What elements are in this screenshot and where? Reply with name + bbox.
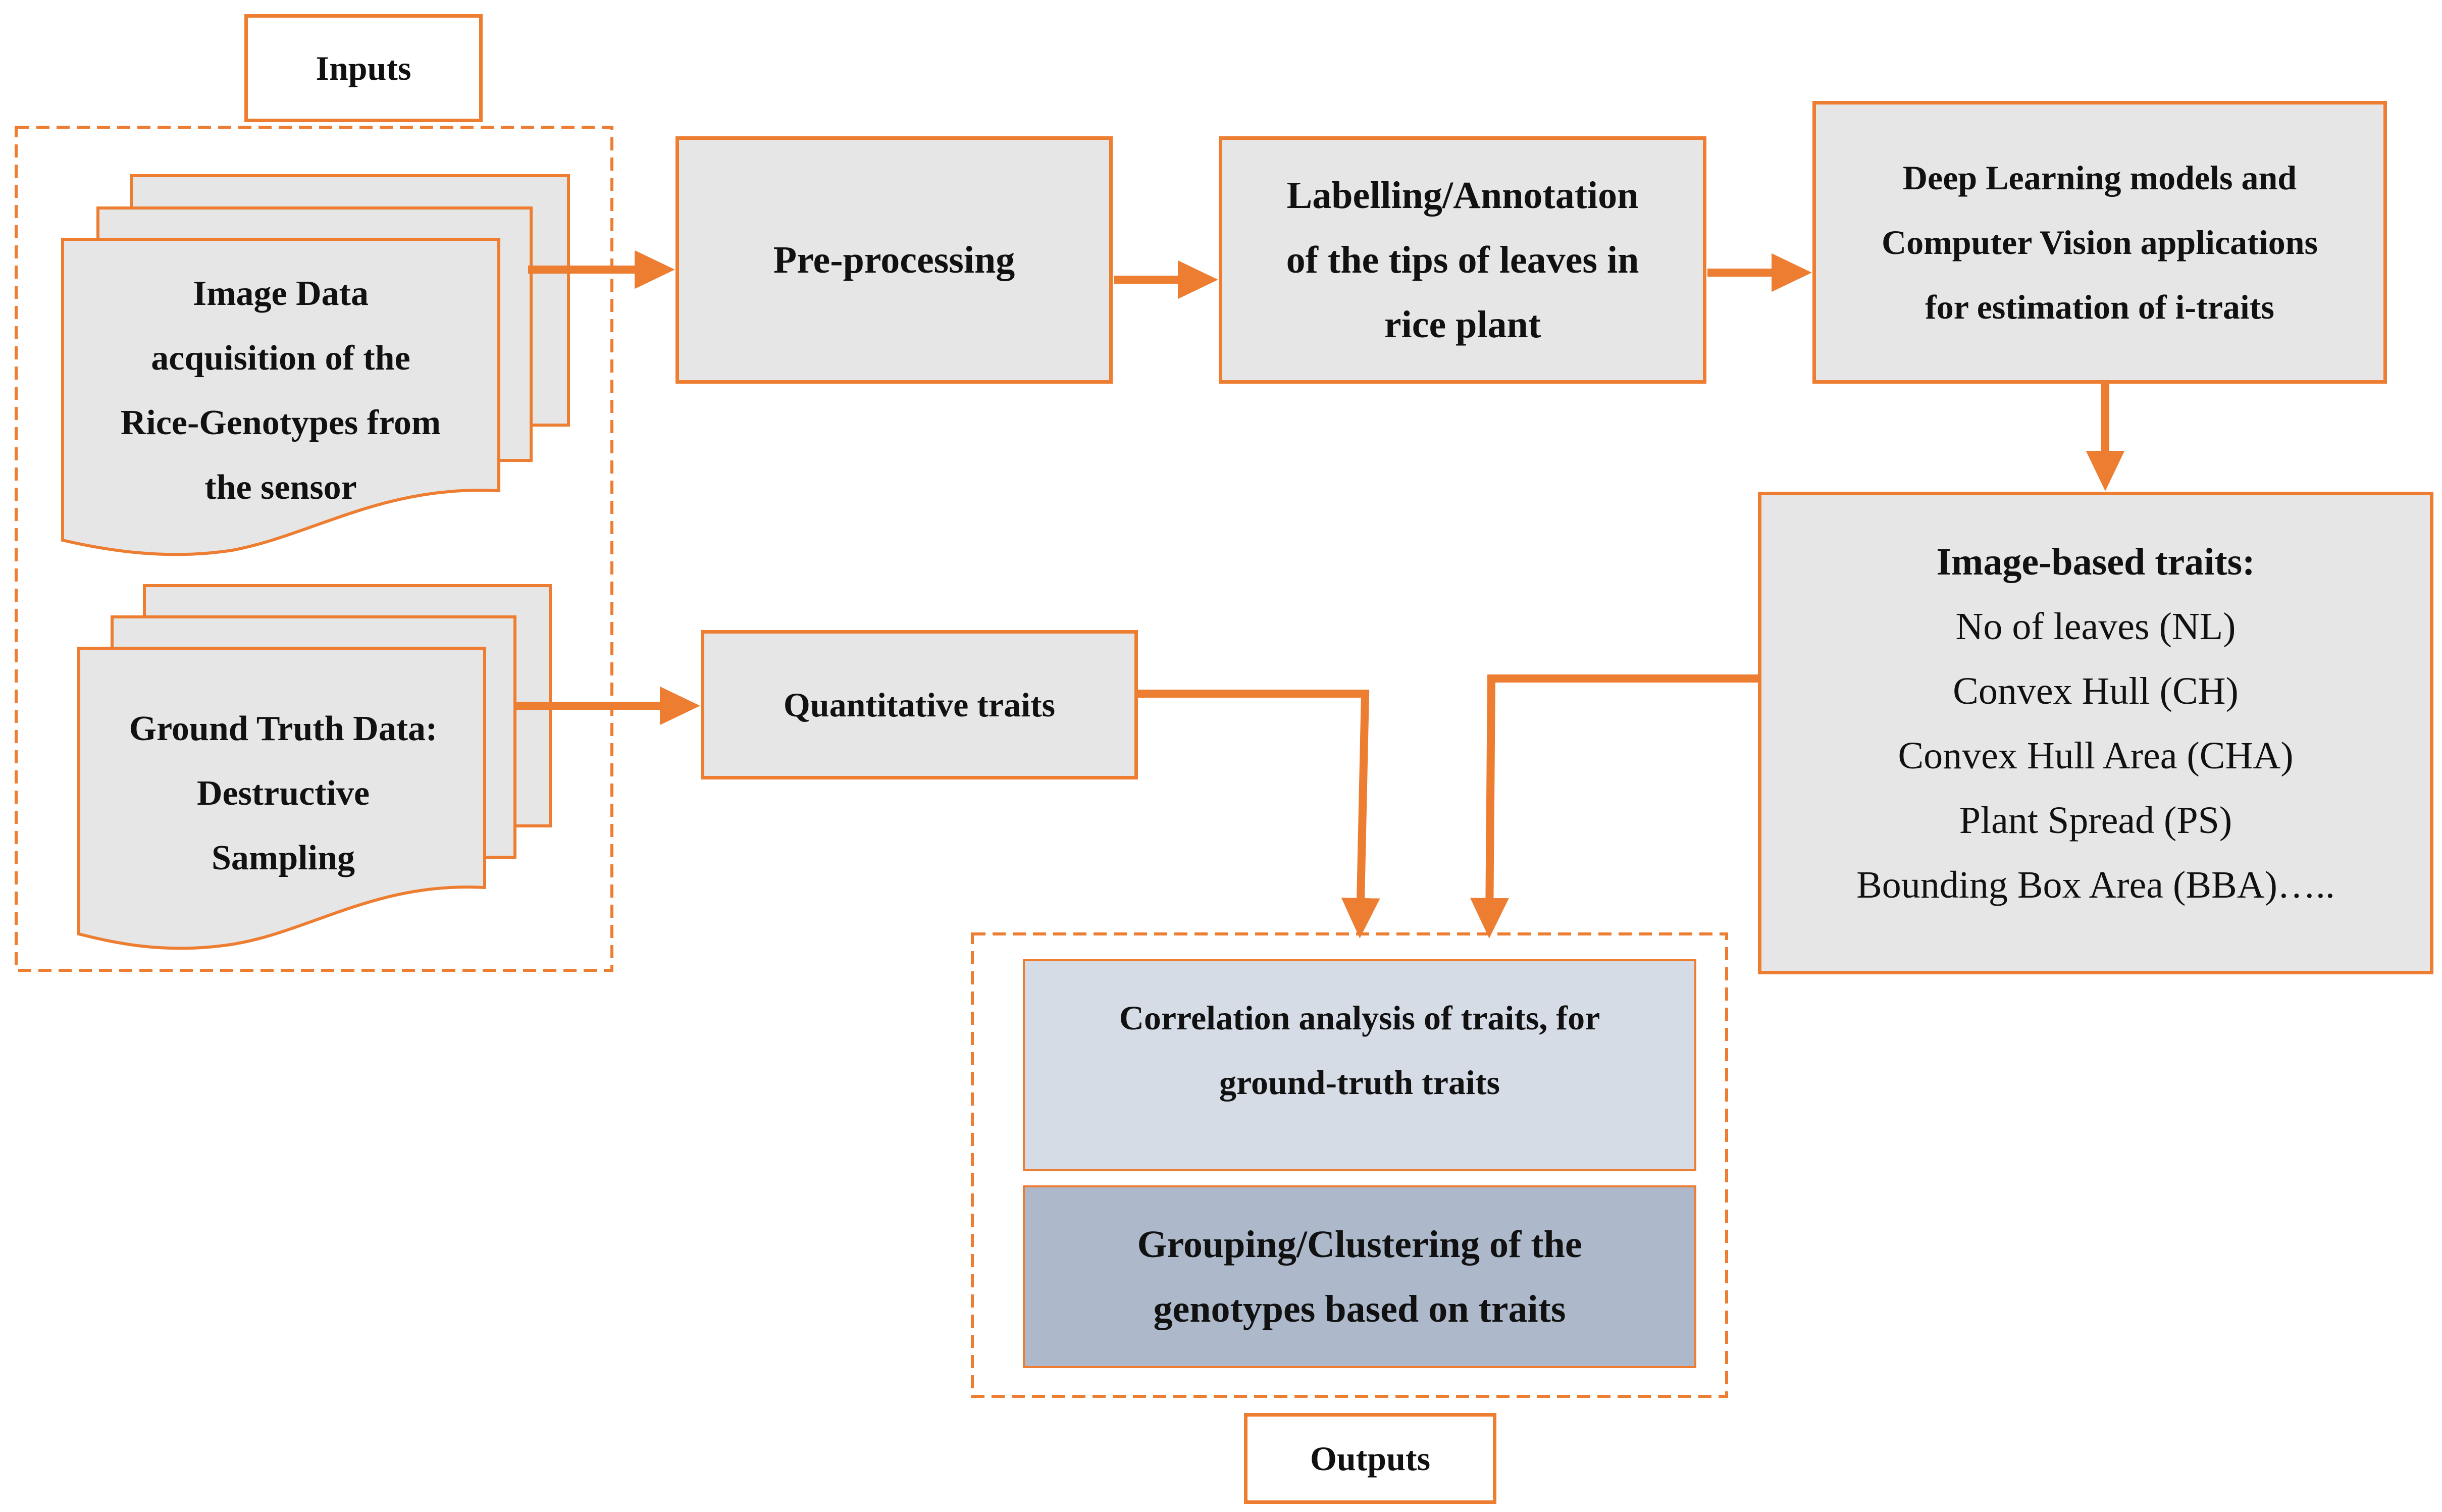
ground-doc-line: Destructive <box>196 774 370 813</box>
image-data-document-text: Image Data acquisition of the Rice-Genot… <box>64 262 498 520</box>
inputs-label: Inputs <box>244 14 483 122</box>
labelling-annotation-box: Labelling/Annotation of the tips of leav… <box>1219 136 1706 384</box>
quantitative-traits-text: Quantitative traits <box>783 686 1056 724</box>
image-trait-item: Convex Hull (CH) <box>1953 670 2239 712</box>
ground-doc-front-sheet <box>77 647 486 950</box>
arrow-image-traits-to-outputs <box>1470 674 1764 939</box>
inputs-group-border <box>15 126 613 972</box>
arrow-quantitative-to-outputs <box>1138 690 1380 939</box>
outputs-label: Outputs <box>1244 1413 1496 1504</box>
image-trait-item: Convex Hull Area (CHA) <box>1898 735 2294 777</box>
correlation-line: Correlation analysis of traits, for <box>1119 999 1600 1037</box>
connectors <box>514 250 2125 939</box>
ground-truth-document-stack <box>77 584 552 950</box>
image-doc-front-sheet <box>61 238 500 556</box>
image-trait-item: Bounding Box Area (BBA)….. <box>1856 864 2335 906</box>
image-doc-line: acquisition of the <box>151 339 410 378</box>
image-data-document-stack <box>61 174 570 556</box>
image-based-traits-box: Image-based traits: No of leaves (NL) Co… <box>1758 492 2433 974</box>
quantitative-traits-box: Quantitative traits <box>701 630 1138 779</box>
deep-learning-box: Deep Learning models and Computer Vision… <box>1812 101 2387 384</box>
image-doc-line: the sensor <box>204 468 357 507</box>
inputs-label-text: Inputs <box>316 49 411 87</box>
correlation-line: ground-truth traits <box>1219 1063 1500 1102</box>
labelling-line: of the tips of leaves in <box>1286 239 1639 281</box>
clustering-line: Grouping/Clustering of the <box>1137 1223 1582 1266</box>
image-trait-item: Plant Spread (PS) <box>1959 799 2232 842</box>
image-doc-line: Image Data <box>193 274 369 313</box>
outputs-group-border <box>971 932 1728 1398</box>
image-trait-item: No of leaves (NL) <box>1955 605 2236 648</box>
deep-learning-line: for estimation of i-traits <box>1925 288 2274 326</box>
image-traits-heading: Image-based traits: <box>1936 541 2255 583</box>
labelling-line: Labelling/Annotation <box>1286 174 1639 217</box>
outputs-label-text: Outputs <box>1310 1439 1431 1478</box>
ground-doc-line: Sampling <box>212 839 355 877</box>
preprocessing-text: Pre-processing <box>773 239 1015 281</box>
correlation-analysis-box: Correlation analysis of traits, for grou… <box>1023 959 1696 1171</box>
image-doc-line: Rice-Genotypes from <box>120 403 441 442</box>
clustering-line: genotypes based on traits <box>1153 1288 1566 1330</box>
deep-learning-line: Deep Learning models and <box>1902 159 2297 197</box>
ground-truth-document-text: Ground Truth Data: Destructive Sampling <box>79 697 488 891</box>
grouping-clustering-box: Grouping/Clustering of the genotypes bas… <box>1023 1185 1696 1368</box>
deep-learning-line: Computer Vision applications <box>1881 223 2318 262</box>
ground-doc-line: Ground Truth Data: <box>129 709 438 748</box>
labelling-line: rice plant <box>1384 303 1541 346</box>
preprocessing-box: Pre-processing <box>676 136 1113 384</box>
